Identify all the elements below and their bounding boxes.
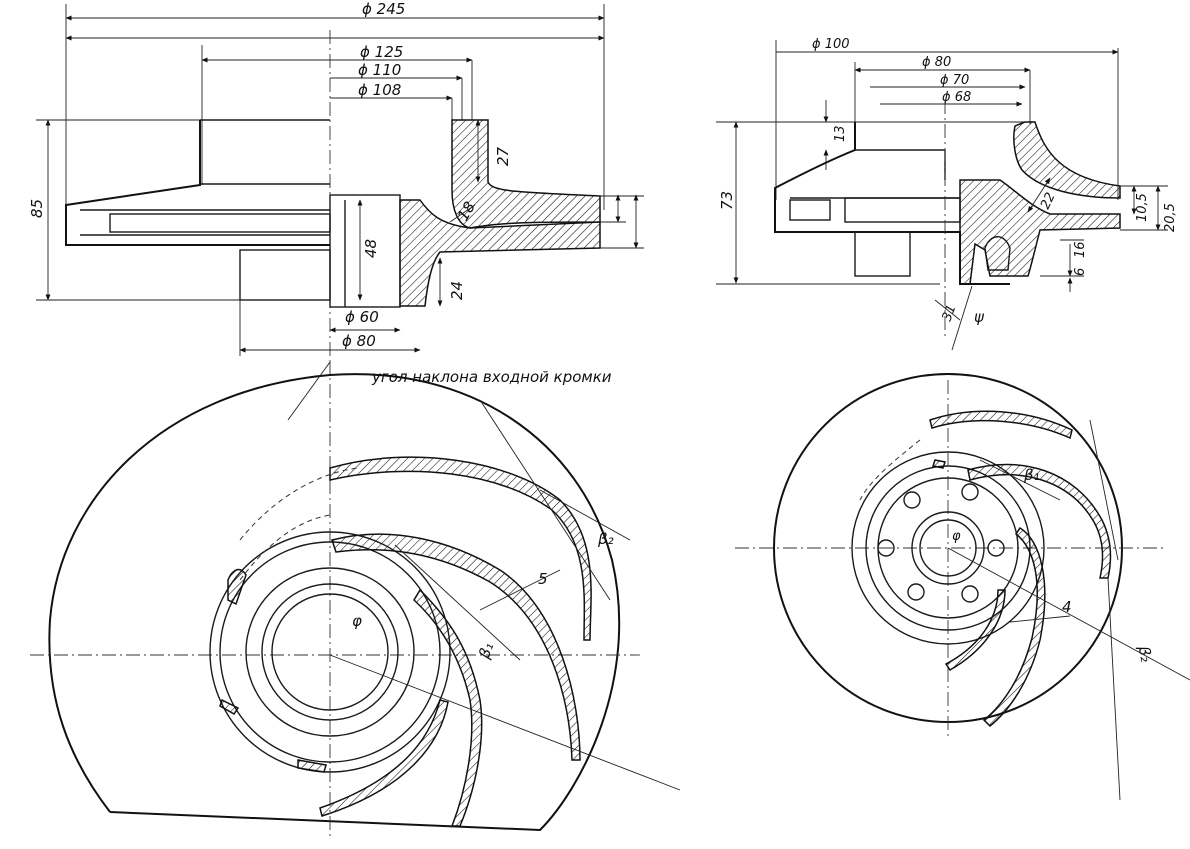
- left-plan-view: угол наклона входной кромки β₂ β₁ φ 5: [30, 360, 681, 840]
- right-plan-view: β₁ β₂ φ 4: [735, 373, 1190, 801]
- left-blade-4: [319, 699, 449, 817]
- right-height-total: 73: [718, 191, 736, 210]
- left-section-view: ϕ 245 ϕ 125 ϕ 110 ϕ 108 85: [28, 0, 644, 360]
- left-dimensions-top: ϕ 245 ϕ 125 ϕ 110 ϕ 108: [65, 0, 605, 210]
- right-dia-outer: ϕ 100: [812, 37, 850, 52]
- right-plan-phi: φ: [952, 529, 961, 544]
- right-shroud-section: [1013, 121, 1121, 199]
- left-shroud-section: [451, 119, 601, 229]
- right-hub-b: 16: [1073, 241, 1088, 258]
- right-psi: ψ: [974, 308, 985, 326]
- right-hub-section: [959, 179, 1121, 285]
- left-hub-bore: [329, 194, 401, 308]
- right-blade-3: [982, 526, 1046, 728]
- left-plan-outer-circle: [48, 373, 621, 832]
- right-dia-inner: ϕ 68: [942, 90, 971, 105]
- right-plan-beta1: β₁: [1023, 466, 1040, 484]
- right-dia-eye: ϕ 70: [940, 73, 969, 88]
- right-section-view: ϕ 100 ϕ 80 ϕ 70 ϕ 68 73 13 10,5: [716, 37, 1178, 351]
- left-blade-5: [227, 568, 247, 606]
- right-blade-1: [967, 463, 1112, 579]
- left-dia-eye: ϕ 110: [358, 61, 401, 79]
- left-blade-3: [413, 588, 483, 827]
- left-plan-callout-5: 5: [538, 570, 548, 588]
- right-blade-span: 22: [1038, 190, 1059, 211]
- right-outlet-total: 20,5: [1163, 203, 1178, 232]
- left-plan-note: угол наклона входной кромки: [371, 368, 612, 386]
- right-outlet-width: 10,5: [1135, 193, 1150, 222]
- left-height-dim: 85: [28, 119, 240, 301]
- left-dia-hub-bore: ϕ 60: [345, 308, 379, 326]
- left-plan-beta1: β₁: [475, 640, 498, 662]
- left-blade-1: [329, 456, 592, 641]
- right-plan-beta2: β₂: [1135, 644, 1156, 663]
- right-small-mark: 31: [940, 303, 960, 324]
- left-dia-hub-outer: ϕ 80: [342, 332, 376, 350]
- right-blade-4: [944, 589, 1006, 671]
- right-plan-thickness: 4: [1062, 598, 1072, 616]
- left-height-shroud: 27: [494, 146, 512, 166]
- right-blade-2: [929, 410, 1073, 440]
- left-height-total: 85: [28, 199, 46, 218]
- left-hub-length: 48: [362, 239, 380, 258]
- left-plan-beta2: β₂: [597, 530, 614, 548]
- right-dia-shroud: ϕ 80: [922, 55, 951, 70]
- left-dia-shroud: ϕ 125: [360, 43, 403, 61]
- left-plan-phi: φ: [352, 612, 362, 630]
- right-hub-a: 6: [1073, 268, 1088, 276]
- right-height-top: 13: [833, 125, 848, 142]
- left-hub-lower: 24: [448, 281, 466, 300]
- left-dia-inner: ϕ 108: [358, 81, 401, 99]
- left-dia-outer: ϕ 245: [362, 0, 405, 18]
- left-body-outline: [65, 119, 331, 301]
